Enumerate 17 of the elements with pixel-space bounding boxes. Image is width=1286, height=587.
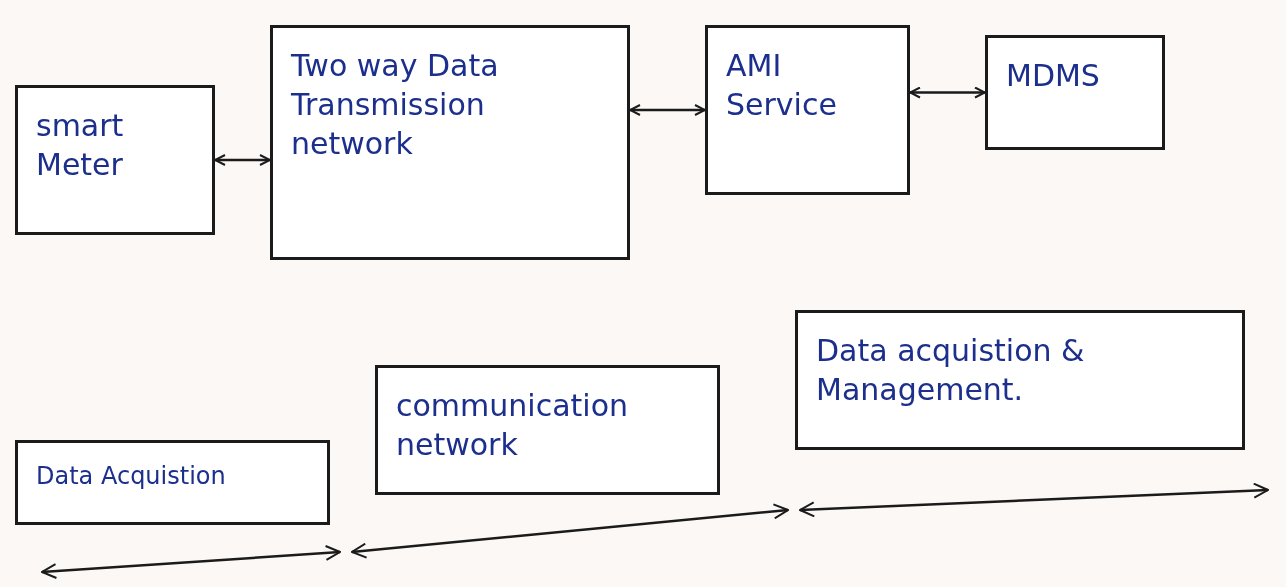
process-box	[985, 35, 1165, 150]
box-label: Data Acquistion	[36, 461, 227, 492]
box-label: Two way Data Transmission network	[291, 47, 500, 163]
double-arrow	[909, 86, 986, 99]
process-box	[15, 440, 330, 525]
box-label: MDMS	[1006, 57, 1101, 95]
box-label: communication network	[396, 387, 629, 464]
process-box	[375, 365, 720, 495]
process-box	[705, 25, 910, 195]
double-arrow	[214, 154, 271, 166]
process-box	[795, 310, 1245, 450]
box-label: smart Meter	[36, 107, 125, 184]
process-box	[15, 85, 215, 235]
box-label: Data acquistion & Management.	[816, 332, 1086, 409]
process-box	[270, 25, 630, 260]
double-arrow	[629, 104, 706, 116]
box-label: AMI Service	[726, 47, 838, 124]
